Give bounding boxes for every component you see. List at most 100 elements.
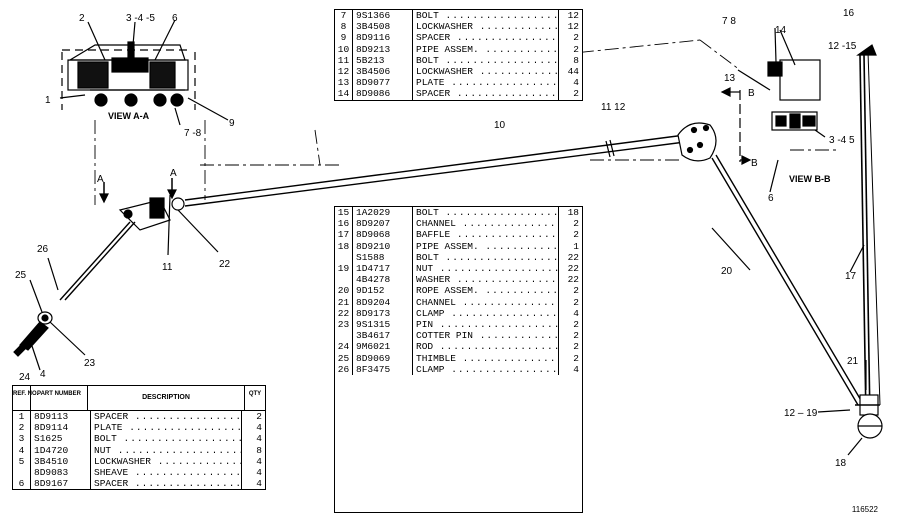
parts-table-upper: 79S1366BOLT1283B4508LOCKWASHER1298D9116S… [334, 9, 583, 101]
table-row: 268F3475CLAMP4 [335, 363, 582, 376]
section-b-bottom: B [751, 158, 758, 169]
part-number-cell: 8D9114 [31, 422, 91, 434]
callout-3-4-5-top: 3 -4 -5 [126, 13, 155, 24]
ref-no-cell [335, 330, 353, 342]
part-number-cell: 8D9083 [31, 467, 91, 479]
callout-20: 20 [721, 266, 733, 277]
ref-no-cell: 15 [335, 207, 353, 219]
header-qty: QTY [244, 386, 265, 410]
ref-no-cell: 26 [335, 363, 353, 376]
qty-cell: 18 [558, 207, 582, 219]
ref-no-cell [335, 274, 353, 286]
description-cell: BOLT [413, 252, 558, 263]
callouts: 1 2 3 -4 -5 6 7 -8 9 VIEW A-A A A 11 22 … [15, 8, 859, 469]
qty-cell: 2 [558, 32, 582, 44]
callout-7-8-a: 7 -8 [184, 128, 202, 139]
pipe-assembly [184, 134, 686, 207]
ref-no-cell: 23 [335, 319, 353, 331]
table-row: 249M6021ROD2 [335, 341, 582, 353]
qty-cell: 2 [558, 319, 582, 331]
part-number-cell: 3B4508 [353, 21, 413, 33]
section-b-arrows [720, 87, 752, 165]
description-cell: PLATE [91, 422, 241, 433]
table-row: 18D9113SPACER2 [13, 411, 265, 423]
part-number-cell: 8F3475 [353, 363, 413, 376]
qty-cell: 2 [558, 296, 582, 308]
description-cell: NUT [91, 445, 241, 456]
description-cell: BOLT [413, 207, 558, 218]
ref-no-cell: 16 [335, 218, 353, 230]
qty-cell: 22 [558, 274, 582, 286]
ref-no-cell: 5 [13, 455, 31, 468]
part-number-cell: 9D152 [353, 285, 413, 297]
ref-no-cell: 14 [335, 88, 353, 100]
table-row: 239S1315PIN2 [335, 319, 582, 331]
ref-no-cell: 13 [335, 77, 353, 89]
table-row: 8D9083SHEAVE4 [13, 467, 265, 479]
callout-6-top: 6 [172, 13, 178, 24]
ref-no-cell: 17 [335, 229, 353, 241]
table-row: 28D9114PLATE4 [13, 422, 265, 434]
description-cell: PIN [413, 319, 558, 330]
rope-assembly-left [13, 221, 136, 371]
part-number-cell: S1588 [353, 251, 413, 264]
drawing-number: 116522 [851, 505, 878, 514]
rope-assembly-right [711, 44, 883, 456]
callout-9: 9 [229, 118, 235, 129]
section-a-arrows [99, 178, 177, 204]
description-cell: ROD [413, 341, 558, 352]
description-cell: LOCKWASHER [91, 456, 241, 467]
part-number-cell: 9S1315 [353, 319, 413, 331]
ref-no-cell: 4 [13, 444, 31, 456]
description-cell: LOCKWASHER [413, 66, 558, 77]
callout-22: 22 [219, 259, 231, 270]
qty-cell: 1 [558, 240, 582, 252]
qty-cell: 4 [558, 307, 582, 320]
qty-cell: 2 [558, 352, 582, 364]
description-cell: NUT [413, 263, 558, 274]
callout-10: 10 [494, 120, 506, 131]
table-row: 138D9077PLATE4 [335, 77, 582, 89]
part-number-cell: 8D9167 [31, 478, 91, 490]
view-b-label: VIEW B-B [789, 174, 831, 184]
table-row: 151A2029BOLT18 [335, 207, 582, 219]
description-cell: SPACER [413, 88, 558, 99]
table-row: 83B4508LOCKWASHER12 [335, 21, 582, 33]
description-cell: BOLT [413, 55, 558, 66]
table-row: 4B4278WASHER22 [335, 274, 582, 286]
ref-no-cell: 9 [335, 32, 353, 44]
part-number-cell: 8D9207 [353, 218, 413, 230]
description-cell: ROPE ASSEM. [413, 285, 558, 296]
description-cell: CLAMP [413, 308, 558, 319]
table-row: 178D9068BAFFLE2 [335, 229, 582, 241]
qty-cell: 22 [558, 251, 582, 264]
part-number-cell: 1A2029 [353, 207, 413, 219]
callout-2: 2 [79, 13, 85, 24]
qty-cell: 4 [558, 77, 582, 89]
callout-11-12-mid: 11 12 [601, 102, 626, 113]
ref-no-cell: 7 [335, 10, 353, 22]
ref-no-cell: 25 [335, 352, 353, 364]
callout-17: 17 [845, 271, 857, 282]
table-row: 168D9207CHANNEL2 [335, 218, 582, 230]
section-a-right: A [170, 168, 177, 179]
ref-no-cell: 20 [335, 285, 353, 297]
ref-no-cell: 10 [335, 43, 353, 55]
ref-no-cell: 11 [335, 54, 353, 67]
description-cell: PLATE [413, 77, 558, 88]
ref-no-cell: 1 [13, 411, 31, 423]
callout-4: 4 [40, 369, 46, 380]
description-cell: PIPE ASSEM. [413, 241, 558, 252]
part-number-cell: S1625 [31, 433, 91, 445]
part-number-cell: 8D9113 [31, 411, 91, 423]
table-row: 41D4720NUT8 [13, 444, 265, 456]
callout-24: 24 [19, 372, 31, 383]
view-a-assembly [59, 19, 229, 126]
part-number-cell: 1D4717 [353, 263, 413, 275]
description-cell: SPACER [91, 478, 241, 489]
